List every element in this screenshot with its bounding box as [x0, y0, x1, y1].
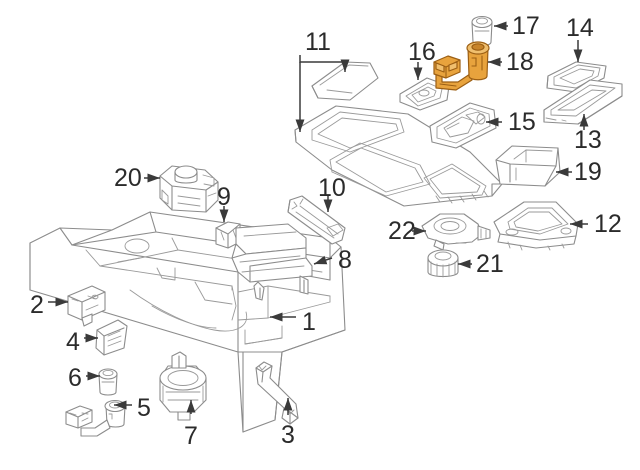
part-20-gear-shift-module	[159, 165, 219, 213]
callout-label-15: 15	[508, 108, 536, 136]
callout-label-20: 20	[114, 164, 142, 192]
callout-label-1: 1	[302, 308, 316, 336]
part-17-lighter-plug-cap	[471, 15, 493, 47]
callout-label-11: 11	[305, 28, 331, 56]
callout-label-4: 4	[66, 328, 80, 356]
part-18-lighter-socket-highlighted	[433, 41, 490, 91]
part-8-armrest-lid	[231, 223, 313, 301]
callout-label-16: 16	[408, 38, 436, 66]
part-5-lighter-socket-assembly	[65, 399, 126, 437]
part-22-speaker-cover	[421, 213, 491, 251]
part-15-switch-panel	[429, 102, 497, 149]
callout-label-6: 6	[68, 364, 82, 392]
part-21-ribbed-knob	[427, 249, 459, 278]
callout-label-3: 3	[281, 421, 295, 449]
callout-label-2: 2	[30, 291, 44, 319]
part-12-rear-trim-bezel	[493, 201, 579, 251]
callout-label-21: 21	[476, 250, 504, 278]
callout-label-12: 12	[594, 210, 622, 238]
center-trim-panel	[294, 105, 503, 207]
callout-label-5: 5	[137, 394, 151, 422]
callout-label-8: 8	[338, 246, 352, 274]
callout-label-18: 18	[506, 48, 534, 76]
part-6-socket-cap	[98, 368, 118, 396]
callout-label-17: 17	[512, 12, 540, 40]
callout-label-14: 14	[566, 14, 594, 42]
callout-label-9: 9	[217, 183, 231, 211]
part-4-clip-wedge	[95, 319, 128, 356]
callout-label-22: 22	[388, 217, 416, 245]
part-19-storage-tray	[495, 145, 561, 187]
callout-label-10: 10	[318, 174, 346, 202]
part-10-trim-strip	[287, 195, 346, 245]
callout-label-7: 7	[184, 422, 198, 450]
part-7-cup-holder-insert	[159, 351, 207, 421]
callout-label-13: 13	[574, 126, 602, 154]
callout-label-19: 19	[574, 158, 602, 186]
leader-lines	[48, 21, 589, 415]
part-2-bracket-left	[67, 285, 106, 327]
